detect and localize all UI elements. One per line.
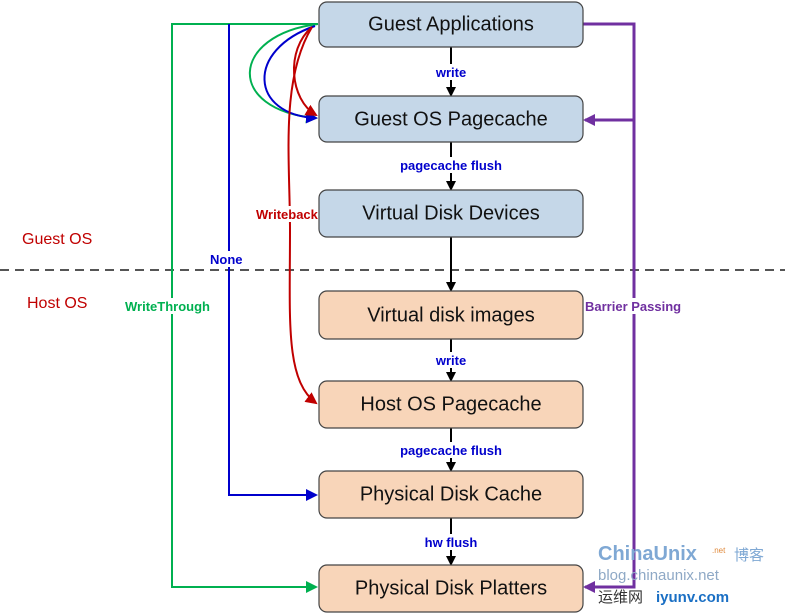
- watermark-iyunv: iyunv.com: [656, 589, 729, 606]
- box-physical-disk-platters: [318, 564, 584, 613]
- watermark-chinaunix: ChinaUnix: [598, 543, 697, 565]
- guest-os-label: Guest OS: [22, 231, 92, 248]
- flow-label-write: write: [435, 65, 466, 80]
- watermark-net: .net: [712, 546, 726, 555]
- none-path: [228, 24, 318, 501]
- box-virtual-disk-devices: [318, 189, 584, 238]
- watermark: ChinaUnix .net 博客 blog.chinaunix.net 运维网…: [598, 543, 764, 606]
- barrier-passing-label: Barrier Passing: [585, 299, 681, 314]
- box-label: Physical Disk Cache: [360, 483, 542, 505]
- box-physical-disk-cache: [318, 470, 584, 519]
- flow-label-write: write: [435, 353, 466, 368]
- flow-label-pagecache-flush: pagecache flush: [400, 443, 502, 458]
- writeback-path: [287, 26, 318, 405]
- box-label: Physical Disk Platters: [355, 577, 547, 599]
- flow-label-hw-flush: hw flush: [425, 535, 478, 550]
- writethrough-label: WriteThrough: [125, 299, 210, 314]
- box-host-os-pagecache: [318, 380, 584, 429]
- box-label: Virtual Disk Devices: [362, 202, 539, 224]
- box-virtual-disk-images: [318, 290, 584, 340]
- box-guest-os-pagecache: [318, 95, 584, 143]
- writethrough-curve: [248, 23, 319, 124]
- writeback-label: Writeback: [256, 207, 319, 222]
- watermark-boke: 博客: [734, 547, 764, 564]
- box-label: Guest Applications: [368, 13, 534, 35]
- box-label: Host OS Pagecache: [360, 393, 541, 415]
- host-os-label: Host OS: [27, 295, 87, 312]
- none-label: None: [210, 252, 243, 267]
- watermark-blog-url: blog.chinaunix.net: [598, 567, 720, 584]
- none-curve: [263, 25, 318, 124]
- box-label: Guest OS Pagecache: [354, 108, 547, 130]
- watermark-yunwei: 运维网: [598, 589, 643, 606]
- box-guest-applications: [318, 1, 584, 48]
- flow-label-pagecache-flush: pagecache flush: [400, 158, 502, 173]
- box-label: Virtual disk images: [367, 304, 534, 326]
